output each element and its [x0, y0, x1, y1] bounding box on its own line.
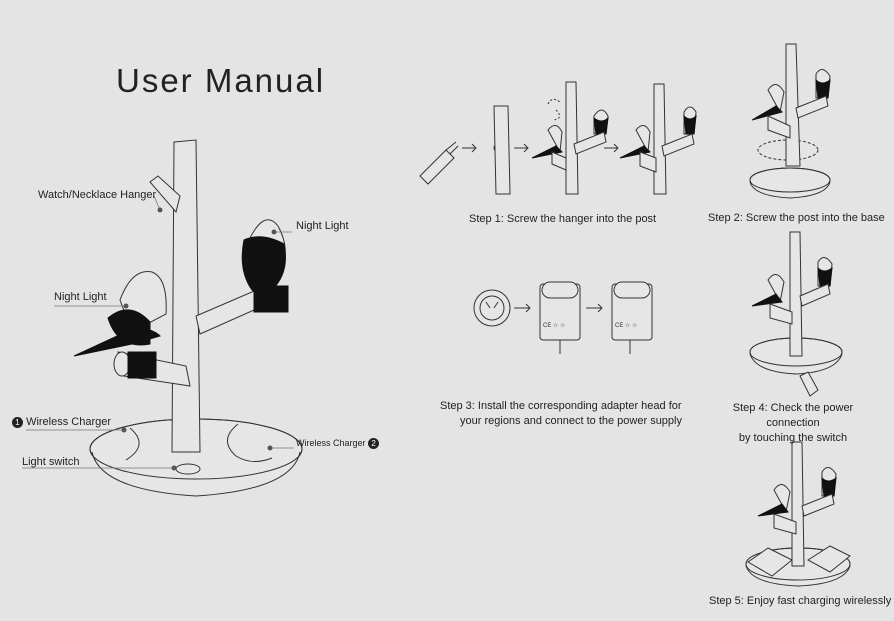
label-wireless-charger-2: Wireless Charger 2 [296, 438, 380, 450]
caption-step5: Step 5: Enjoy fast charging wirelessly [709, 595, 892, 607]
label-wireless-charger-left-text: Wireless Charger [26, 416, 112, 428]
step2-illustration [749, 43, 831, 199]
caption-step4-line1: Step 4: Check the power connection [732, 402, 854, 429]
caption-step1: Step 1: Screw the hanger into the post [469, 213, 657, 225]
step5-illustration [745, 441, 851, 587]
label-night-light-left: Night Light [54, 291, 107, 303]
adapter-mark-right: CE ☆ ☆ [615, 323, 638, 329]
page-title: User Manual [116, 62, 326, 99]
caption-step2: Step 2: Screw the post into the base [708, 212, 885, 224]
adapter-mark-left: CE ☆ ☆ [543, 323, 566, 329]
caption-step4: Step 4: Check the power connection by to… [708, 401, 878, 446]
step4-illustration [749, 231, 843, 397]
step1-illustration [419, 81, 697, 195]
caption-step3: Step 3: Install the corresponding adapte… [440, 399, 682, 429]
main-lamp [73, 139, 303, 497]
label-wireless-charger-1: 1 Wireless Charger [12, 416, 111, 428]
caption-step3-line2: your regions and connect to the power su… [460, 415, 682, 427]
label-wireless-charger-right-text: Wireless Charger [296, 438, 366, 448]
caption-step3-line1: Step 3: Install the corresponding adapte… [440, 400, 682, 412]
label-night-light-right: Night Light [296, 220, 349, 232]
number-badge-2: 2 [368, 438, 380, 450]
light-switch-button[interactable] [175, 463, 201, 475]
step3-illustration [473, 281, 653, 354]
caption-step4-line2: by touching the switch [738, 432, 848, 444]
label-watch-hanger: Watch/Necklace Hanger [38, 189, 157, 201]
label-light-switch: Light switch [22, 456, 80, 468]
number-badge-1: 1 [12, 416, 23, 428]
